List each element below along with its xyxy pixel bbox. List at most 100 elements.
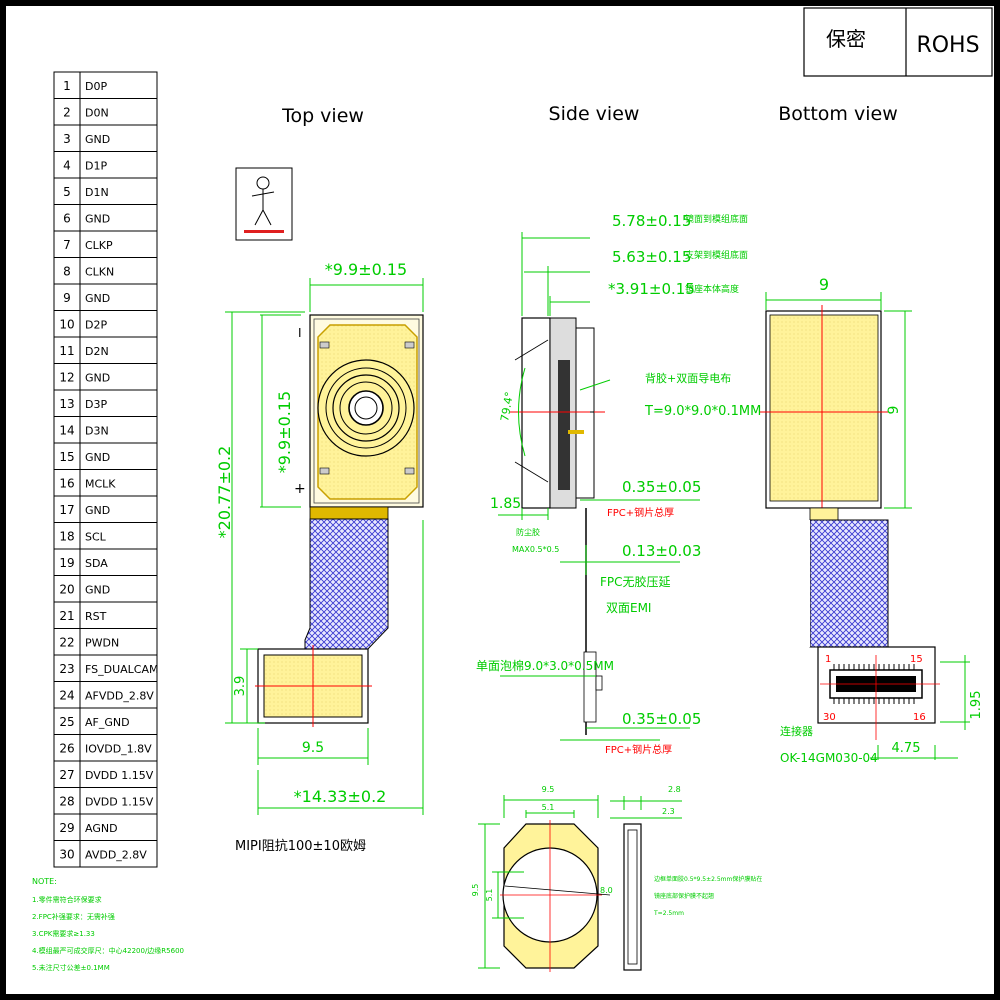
- dim-holder-23: 2.3: [662, 807, 675, 816]
- pin-name: AGND: [85, 822, 118, 835]
- pin-name: GND: [85, 292, 110, 305]
- pin-name: RST: [85, 610, 107, 623]
- pin-number: 19: [59, 556, 74, 570]
- pin-number: 23: [59, 662, 74, 676]
- pin-number: 29: [59, 821, 74, 835]
- pin-number: 28: [59, 795, 74, 809]
- dim-side-185: 1.85: [490, 496, 521, 512]
- pin-30-label: 30: [823, 712, 836, 723]
- stiffener-1-note: FPC+钢片总厚: [607, 506, 674, 519]
- pin-name: AFVDD_2.8V: [85, 690, 154, 703]
- dim-stiffener-2: 0.35±0.05: [622, 710, 701, 728]
- foam-note: 单面泡棉9.0*3.0*0.5MM: [476, 659, 614, 673]
- note-line: 3.CPK需要求≥1.33: [32, 929, 95, 938]
- note-line: 5.未注尺寸公差±0.1MM: [32, 963, 110, 972]
- pin-number: 21: [59, 609, 74, 623]
- pin-number: 10: [59, 318, 74, 332]
- pin-name: SDA: [85, 557, 108, 570]
- pin-number: 1: [63, 79, 71, 93]
- pin-number: 12: [59, 371, 74, 385]
- pin-name: D3N: [85, 425, 109, 438]
- dim-top-width: *9.9±0.15: [325, 260, 407, 279]
- pin-number: 5: [63, 185, 71, 199]
- stamp-logo: [235, 167, 293, 241]
- dim-bottom-height: 9: [886, 406, 902, 415]
- pin-name: D3P: [85, 398, 107, 411]
- pin-number: 13: [59, 397, 74, 411]
- plus-marker: +: [294, 481, 306, 497]
- pin-name: GND: [85, 584, 110, 597]
- dim-total-width: *14.33±0.2: [294, 787, 387, 806]
- dim-holder-inner-width: 5.1: [542, 803, 555, 812]
- side-view: 79.4°: [498, 317, 605, 735]
- dim-holder-diameter: 8.0: [600, 886, 613, 895]
- pin-name: D0N: [85, 107, 109, 120]
- side-view-title: Side view: [549, 103, 640, 125]
- mipi-note: MIPI阻抗100±10欧姆: [235, 839, 366, 854]
- pin-15-label: 15: [910, 654, 923, 665]
- pin-name: DVDD 1.15V: [85, 769, 154, 782]
- pin-name: MCLK: [85, 478, 116, 491]
- bottom-view-title: Bottom view: [778, 103, 897, 125]
- top-view: I + MIPI阻抗100±10欧姆: [235, 167, 424, 854]
- dim-side-563-note: 支架到模组底面: [685, 249, 748, 261]
- dim-holder-inner-height: 5.1: [485, 889, 494, 902]
- pin-name: GND: [85, 133, 110, 146]
- pin-name: GND: [85, 451, 110, 464]
- pin-number: 24: [59, 689, 74, 703]
- pin-number: 6: [63, 212, 71, 226]
- pin-name: FS_DUALCAM: [85, 663, 159, 676]
- pin-name: AF_GND: [85, 716, 130, 729]
- pin-name: D1N: [85, 186, 109, 199]
- dim-side-391-note: 镜座本体高度: [685, 283, 739, 295]
- pin-number: 20: [59, 583, 74, 597]
- secret-label: 保密: [826, 27, 866, 51]
- fpc-note: 双面EMI: [606, 601, 651, 615]
- pin-number: 11: [59, 344, 74, 358]
- dim-conn-width: 9.5: [302, 740, 324, 756]
- dim-top-height: *9.9±0.15: [275, 391, 294, 473]
- connector-pins: [833, 664, 915, 704]
- dim-bottom-475: 4.75: [892, 741, 921, 756]
- dim-holder-width: 9.5: [542, 785, 555, 794]
- dim-side-578: 5.78±0.15: [612, 212, 691, 230]
- pin-number: 25: [59, 715, 74, 729]
- dim-stiffener-1: 0.35±0.05: [622, 478, 701, 496]
- pin-name: D2P: [85, 319, 107, 332]
- pin-name: AVDD_2.8V: [85, 849, 147, 862]
- stiffener-2-note: FPC+钢片总厚: [605, 743, 672, 756]
- minus-marker: I: [298, 326, 302, 340]
- pin-number: 26: [59, 742, 74, 756]
- dim-side-391: *3.91±0.15: [608, 280, 695, 298]
- bottom-view: 1 15 30 16 连接器 OK-14GM030-04: [760, 305, 940, 765]
- pin-number: 14: [59, 424, 74, 438]
- notes: NOTE: 1.零件需符合环保要求 2.FPC补强要求：无需补强 3.CPK需要…: [32, 877, 184, 972]
- pin-name: CLKP: [85, 239, 113, 252]
- pin-name: GND: [85, 504, 110, 517]
- dimension-labels: *9.9±0.15 *9.9±0.15 *20.77±0.2 3.9 9.5 *…: [215, 212, 984, 901]
- pin-name: CLKN: [85, 266, 114, 279]
- dim-bottom-width: 9: [819, 275, 829, 294]
- pin-name: DVDD 1.15V: [85, 796, 154, 809]
- pin-name: D2N: [85, 345, 109, 358]
- pin-1-label: 1: [825, 654, 831, 665]
- pin-name: IOVDD_1.8V: [85, 743, 152, 756]
- dim-holder-height: 9.5: [471, 884, 480, 897]
- rohs-label: ROHS: [916, 33, 979, 58]
- side-conn-note: 防尘胶: [516, 527, 540, 537]
- fov-angle: 79.4°: [498, 391, 516, 423]
- pin-name: GND: [85, 372, 110, 385]
- connector-part-number: OK-14GM030-04: [780, 751, 878, 765]
- fpc-note: FPC无胶压延: [600, 574, 671, 589]
- note-line: 2.FPC补强要求：无需补强: [32, 912, 115, 921]
- pin-16-label: 16: [913, 712, 926, 723]
- dim-side-578-note: 镜面到模组底面: [685, 213, 748, 225]
- tape-spec: T=9.0*9.0*0.1MM: [644, 404, 761, 419]
- dim-fpc: 0.13±0.03: [622, 542, 701, 560]
- pin-name: D1P: [85, 160, 107, 173]
- side-conn-spec: MAX0.5*0.5: [512, 545, 559, 554]
- pin-number: 16: [59, 477, 74, 491]
- dim-conn-height: 3.9: [233, 676, 248, 697]
